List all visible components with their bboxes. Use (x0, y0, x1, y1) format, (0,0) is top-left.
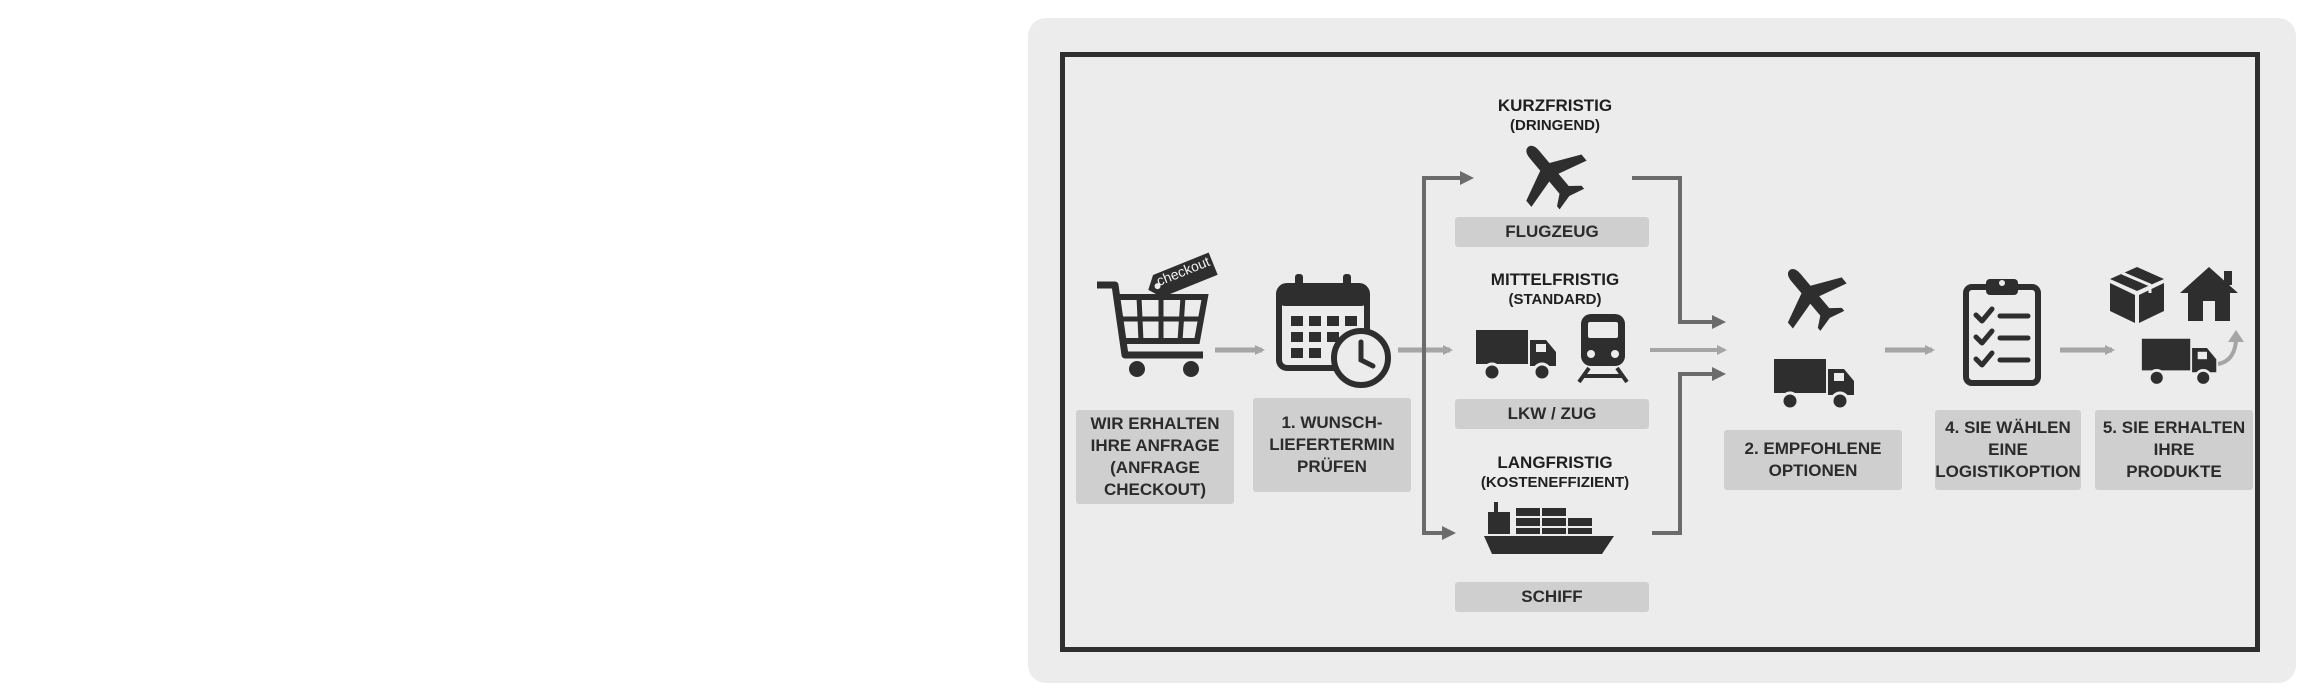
medium-term-subtitle: (STANDARD) (1508, 291, 1602, 308)
truck-icon (1774, 359, 1854, 411)
short-term-subtitle: (DRINGEND) (1510, 117, 1600, 134)
curved-arrow-icon (2217, 330, 2244, 366)
clipboard-checklist-icon (1963, 279, 2041, 386)
short-term-title: KURZFRISTIG (1497, 96, 1613, 115)
mode-flugzeug-label: FLUGZEUG (1455, 217, 1649, 247)
package-box-icon (2110, 267, 2164, 323)
long-term-subtitle: (KOSTENEFFIZIENT) (1480, 474, 1630, 491)
truck-icon (1476, 330, 1556, 382)
step-request-label: WIR ERHALTEN IHRE ANFRAGE (ANFRAGE CHECK… (1076, 410, 1234, 504)
step-receive-label: 5. SIE ERHALTEN IHRE PRODUKTE (2095, 410, 2253, 490)
medium-term-title: MITTELFRISTIG (1490, 270, 1620, 289)
diagram-frame (1060, 52, 2260, 652)
short-term-heading: KURZFRISTIG (DRINGEND) (1440, 96, 1670, 136)
train-icon (1577, 314, 1629, 384)
calendar-clock-icon (1276, 274, 1391, 388)
cargo-ship-icon (1484, 502, 1614, 554)
house-icon (2180, 267, 2238, 321)
step-check-date-label: 1. WUNSCH- LIEFERTERMIN PRÜFEN (1253, 398, 1411, 492)
split-bracket (1422, 176, 1470, 535)
delivery-truck-icon (2141, 338, 2217, 387)
merge-from-short (1632, 176, 1726, 329)
airplane-icon (1787, 268, 1847, 331)
medium-term-heading: MITTELFRISTIG (STANDARD) (1440, 270, 1670, 310)
long-term-title: LANGFRISTIG (1497, 453, 1613, 472)
step-choose-label: 4. SIE WÄHLEN EINE LOGISTIKOPTION (1935, 410, 2081, 490)
airplane-icon (1526, 145, 1587, 210)
long-term-heading: LANGFRISTIG (KOSTENEFFIZIENT) (1440, 453, 1670, 493)
step-recommended-label: 2. EMPFOHLENE OPTIONEN (1724, 430, 1902, 490)
mode-schiff-label: SCHIFF (1455, 582, 1649, 612)
shopping-cart-icon (1097, 252, 1218, 377)
mode-lkw-zug-label: LKW / ZUG (1455, 399, 1649, 429)
merge-from-long (1652, 367, 1726, 535)
